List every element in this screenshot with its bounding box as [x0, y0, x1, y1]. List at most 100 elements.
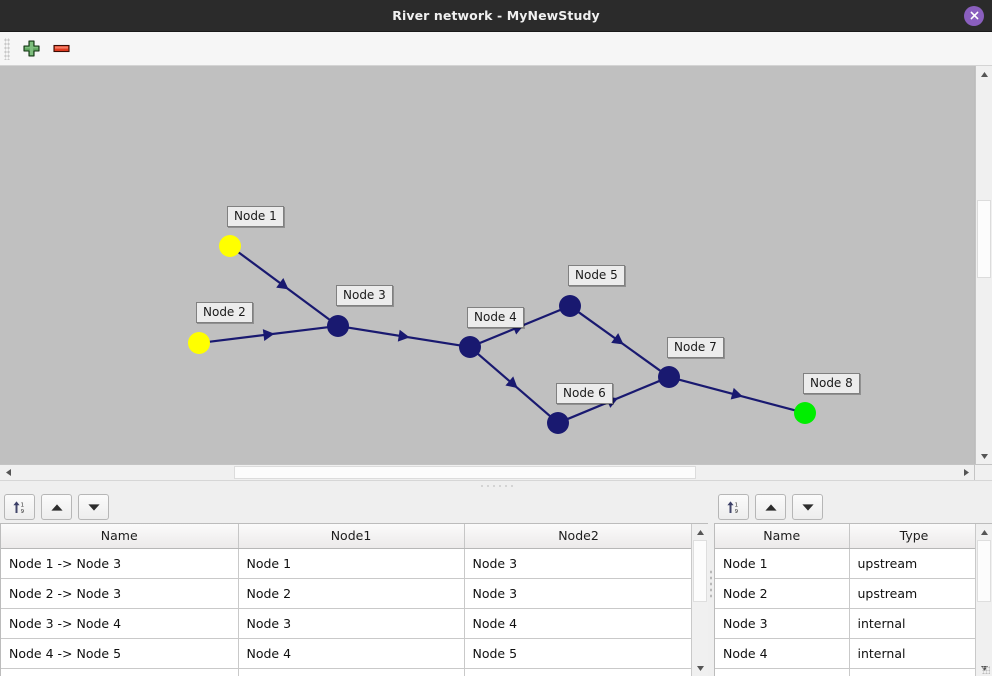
scroll-up-icon[interactable]	[976, 524, 992, 540]
close-icon[interactable]	[964, 5, 984, 26]
table-cell[interactable]: Node 3	[464, 578, 692, 609]
table-cell[interactable]: internal	[849, 608, 975, 639]
table-cell[interactable]: Node 4	[715, 638, 850, 669]
graph-node-label-node-4[interactable]: Node 4	[467, 307, 524, 328]
graph-node-label-node-5[interactable]: Node 5	[568, 265, 625, 286]
table-cell[interactable]: Node 5	[464, 638, 692, 669]
table-cell[interactable]	[849, 668, 975, 676]
table-row-empty[interactable]	[1, 668, 692, 676]
graph-node-node-2[interactable]	[188, 332, 210, 354]
graph-node-label-node-3[interactable]: Node 3	[336, 285, 393, 306]
toolbar-drag-handle[interactable]	[4, 37, 10, 60]
table-cell[interactable]	[238, 668, 465, 676]
graph-node-node-7[interactable]	[658, 366, 680, 388]
river-network-graph[interactable]	[0, 66, 974, 464]
add-plus-icon[interactable]	[16, 35, 46, 63]
branches-vertical-scrollbar[interactable]	[691, 524, 709, 676]
table-cell[interactable]: Node 2	[238, 578, 465, 609]
table-row-empty[interactable]	[715, 668, 975, 676]
scroll-up-icon[interactable]	[976, 66, 992, 82]
table-cell[interactable]: internal	[849, 638, 975, 669]
scroll-left-icon[interactable]	[0, 465, 16, 480]
table-cell[interactable]: Node 4	[238, 638, 465, 669]
graph-vscroll-track[interactable]	[976, 82, 992, 448]
table-cell[interactable]: Node 4	[464, 608, 692, 639]
graph-canvas-viewport[interactable]: Node 1 Node 2 Node 3 Node 4 Node 5 Node 6 Node…	[0, 66, 975, 464]
table-cell[interactable]	[1, 668, 239, 676]
arrow-up-icon[interactable]	[755, 494, 786, 520]
nodes-vscroll-track[interactable]	[976, 540, 992, 660]
table-cell[interactable]	[464, 668, 692, 676]
graph-node-node-3[interactable]	[327, 315, 349, 337]
table-cell[interactable]: Node 1	[238, 548, 465, 579]
scroll-up-icon[interactable]	[692, 524, 709, 540]
vertical-splitter[interactable]	[708, 491, 714, 676]
column-header-node2[interactable]: Node2	[464, 524, 692, 549]
graph-vertical-scrollbar[interactable]	[975, 66, 992, 464]
horizontal-splitter[interactable]	[0, 480, 992, 491]
sort-arrow-icon[interactable]: 1 9	[4, 494, 35, 520]
arrow-down-icon[interactable]	[78, 494, 109, 520]
graph-hscroll-track[interactable]	[16, 465, 958, 480]
graph-horizontal-scrollbar[interactable]	[0, 464, 992, 480]
graph-node-label-node-2[interactable]: Node 2	[196, 302, 253, 323]
table-cell[interactable]: Node 3	[238, 608, 465, 639]
remove-minus-icon[interactable]	[46, 35, 76, 63]
table-cell[interactable]: Node 3	[464, 548, 692, 579]
table-cell[interactable]: Node 1 -> Node 3	[1, 548, 239, 579]
graph-node-label-node-1[interactable]: Node 1	[227, 206, 284, 227]
column-header-node1[interactable]: Node1	[238, 524, 465, 549]
arrow-up-icon[interactable]	[41, 494, 72, 520]
table-cell[interactable]: Node 3 -> Node 4	[1, 608, 239, 639]
table-cell[interactable]: Node 2 -> Node 3	[1, 578, 239, 609]
sort-arrow-icon[interactable]: 1 9	[718, 494, 749, 520]
branches-vscroll-thumb[interactable]	[693, 540, 708, 602]
table-cell[interactable]: Node 1	[715, 548, 850, 579]
nodes-vscroll-thumb[interactable]	[977, 540, 991, 602]
nodes-toolbar: 1 9	[714, 491, 992, 523]
scroll-down-icon[interactable]	[692, 660, 709, 676]
nodes-vertical-scrollbar[interactable]	[975, 524, 992, 676]
window-resize-grip[interactable]	[982, 666, 990, 674]
branches-vscroll-track[interactable]	[692, 540, 709, 660]
graph-node-node-8[interactable]	[794, 402, 816, 424]
scrollbar-corner	[974, 465, 992, 480]
column-header-name[interactable]: Name	[715, 524, 850, 549]
table-cell[interactable]: Node 3	[715, 608, 850, 639]
table-cell[interactable]: Node 4 -> Node 5	[1, 638, 239, 669]
graph-node-label-node-6[interactable]: Node 6	[556, 383, 613, 404]
graph-node-label-node-8[interactable]: Node 8	[803, 373, 860, 394]
table-cell[interactable]: upstream	[849, 578, 975, 609]
scroll-right-icon[interactable]	[958, 465, 974, 480]
graph-node-node-1[interactable]	[219, 235, 241, 257]
graph-node-node-6[interactable]	[547, 412, 569, 434]
arrow-down-icon[interactable]	[792, 494, 823, 520]
table-cell[interactable]: upstream	[849, 548, 975, 579]
table-cell[interactable]: Node 2	[715, 578, 850, 609]
graph-node-node-5[interactable]	[559, 295, 581, 317]
column-header-type[interactable]: Type	[849, 524, 975, 549]
graph-node-label-node-7[interactable]: Node 7	[667, 337, 724, 358]
table-cell[interactable]	[715, 668, 850, 676]
graph-vscroll-thumb[interactable]	[977, 200, 991, 278]
scroll-down-icon[interactable]	[976, 448, 992, 464]
column-header-name[interactable]: Name	[1, 524, 239, 549]
graph-hscroll-thumb[interactable]	[234, 466, 696, 479]
graph-node-node-4[interactable]	[459, 336, 481, 358]
graph-edge-arrow-icon	[397, 329, 410, 342]
